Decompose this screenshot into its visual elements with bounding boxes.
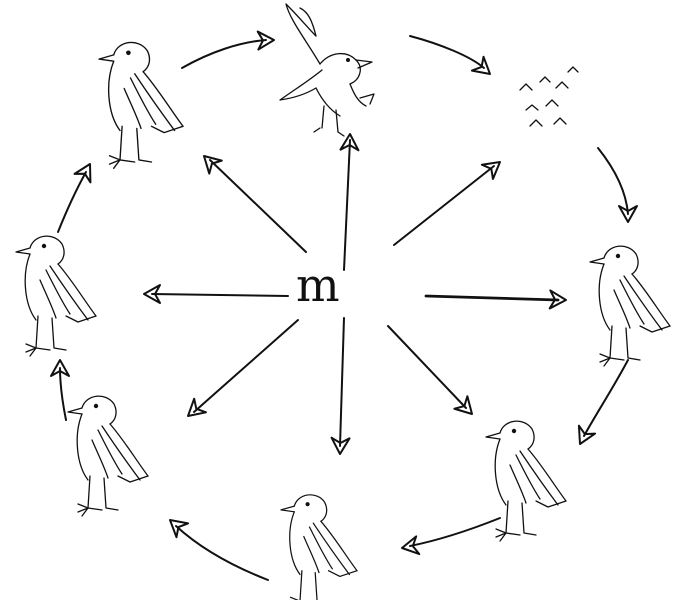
- bird-bottom: [281, 495, 357, 600]
- arrow-up-left: [210, 160, 306, 252]
- arrow-up: [344, 140, 350, 270]
- bird-bottom-left: [68, 396, 148, 516]
- cycle-arrow-6: [176, 526, 268, 580]
- cycle-arrow-2: [410, 36, 484, 68]
- arrow-down-right: [388, 326, 466, 408]
- arrow-right: [426, 296, 558, 300]
- cycle-arrow-3: [598, 148, 628, 214]
- bird-left: [16, 236, 96, 356]
- arrow-left: [152, 294, 288, 296]
- bird-right: [590, 246, 670, 366]
- bird-taking-off: [280, 4, 374, 136]
- arrow-up-right: [394, 166, 494, 245]
- cycle-arrow-4: [584, 360, 628, 436]
- bird-flock: [520, 67, 578, 126]
- bird-top-left: [99, 42, 183, 168]
- arrow-down-left: [194, 320, 298, 412]
- arrow-down: [340, 318, 344, 446]
- bird-bottom-right: [486, 421, 566, 541]
- cycle-arrow-7: [60, 368, 66, 420]
- cycle-arrow-5: [410, 518, 500, 546]
- cycle-arrow-8: [58, 172, 86, 232]
- center-label: m: [296, 262, 376, 312]
- cycle-arrow-1: [182, 40, 266, 68]
